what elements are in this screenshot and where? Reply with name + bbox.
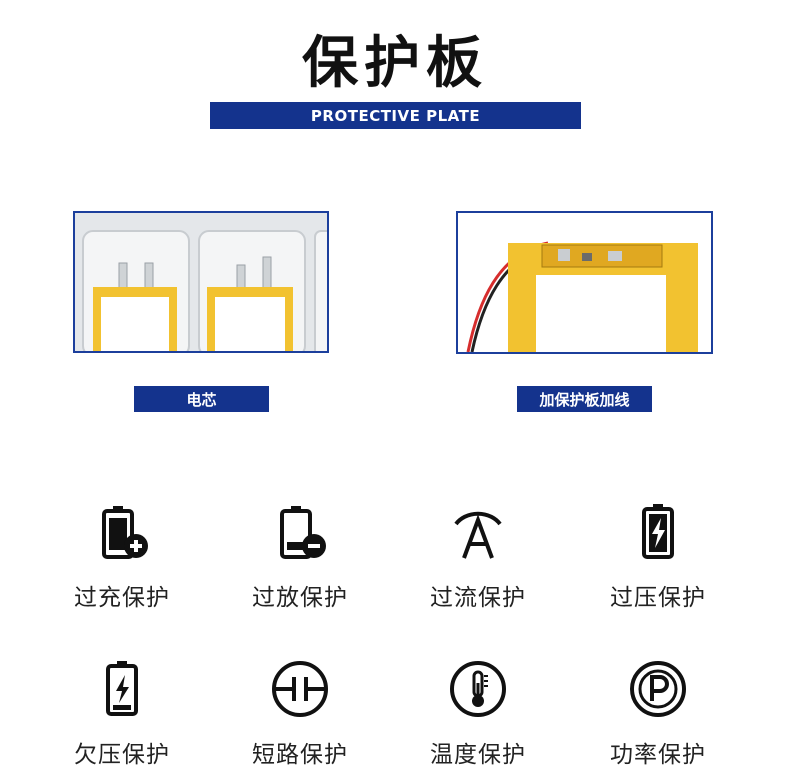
battery-cell-photo <box>73 211 329 353</box>
feature-overvoltage-protection: 过压保护 <box>573 502 743 612</box>
feature-label: 功率保护 <box>610 742 706 768</box>
battery-plus-icon <box>102 506 148 559</box>
current-a-icon <box>454 511 502 559</box>
short-circuit-icon <box>272 661 328 717</box>
battery-low-bolt-icon <box>106 661 138 716</box>
feature-power-protection: 功率保护 <box>573 659 743 769</box>
feature-label: 温度保护 <box>430 742 526 768</box>
feature-short-circuit-protection: 短路保护 <box>215 659 385 769</box>
feature-overcurrent-protection: 过流保护 <box>393 502 563 612</box>
power-p-icon <box>630 661 686 717</box>
feature-label: 短路保护 <box>252 742 348 768</box>
feature-label: 过充保护 <box>74 585 170 611</box>
feature-overcharge-protection: 过充保护 <box>37 502 207 612</box>
thermometer-icon <box>450 661 506 717</box>
feature-temperature-protection: 温度保护 <box>393 659 563 769</box>
feature-over-discharge-protection: 过放保护 <box>215 502 385 612</box>
battery-with-protective-board-photo <box>456 211 713 354</box>
feature-undervoltage-protection: 欠压保护 <box>37 659 207 769</box>
feature-label: 过流保护 <box>430 585 526 611</box>
battery-minus-icon <box>280 506 326 559</box>
caption-battery-cell: 电芯 <box>134 386 269 412</box>
caption-battery-with-protective-board: 加保护板加线 <box>517 386 652 412</box>
subtitle-banner: PROTECTIVE PLATE <box>210 102 581 129</box>
page-title: 保护板 <box>302 31 488 96</box>
feature-label: 过压保护 <box>610 585 706 611</box>
battery-bolt-icon <box>642 504 674 559</box>
feature-label: 过放保护 <box>252 585 348 611</box>
feature-label: 欠压保护 <box>74 742 170 768</box>
